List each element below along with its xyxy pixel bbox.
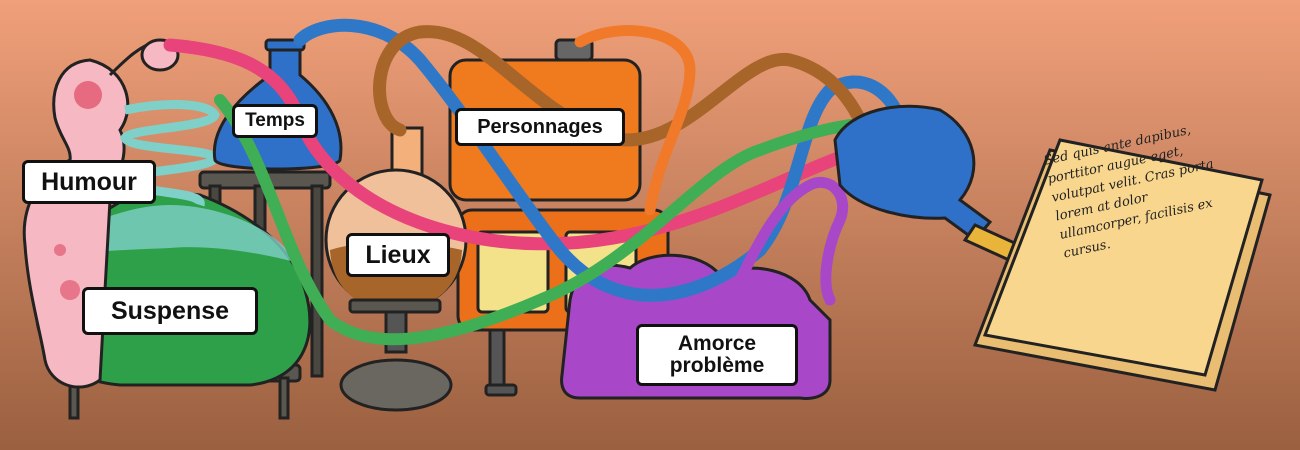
paper-sheet-icon [972, 138, 1272, 392]
blue-tube-icon [293, 18, 907, 302]
label-suspense: Suspense [82, 287, 258, 335]
purple-tube-icon [734, 177, 849, 306]
label-lieux: Lieux [346, 233, 450, 277]
label-personnages: Personnages [455, 108, 625, 146]
orange-tube-icon [574, 25, 696, 216]
pink-tube-icon [163, 38, 867, 251]
label-temps: Temps [232, 104, 318, 138]
label-humour: Humour [22, 160, 156, 204]
label-amorce-probleme: Amorce problème [636, 324, 798, 386]
green-tube-icon [214, 94, 856, 346]
